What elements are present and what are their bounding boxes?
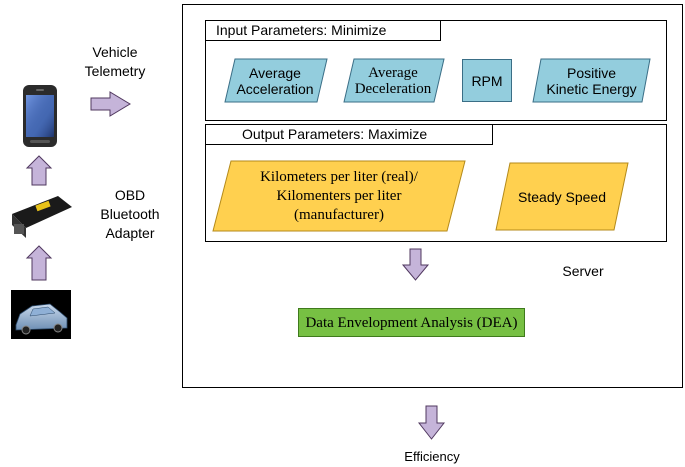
vehicle-telemetry-label: Vehicle Telemetry xyxy=(84,44,146,79)
steady-speed-label: Steady Speed xyxy=(518,188,606,205)
output-parameters-title: Output Parameters: Maximize xyxy=(205,124,493,145)
input-item-average-acceleration xyxy=(224,58,328,103)
server-to-efficiency-arrow xyxy=(417,405,446,440)
output-item-steady-speed xyxy=(495,162,629,231)
input-item-average-deceleration xyxy=(343,58,445,103)
output-item-km-per-liter xyxy=(212,160,466,232)
obd-to-phone-arrow xyxy=(25,155,53,186)
input-parameters-title: Input Parameters: Minimize xyxy=(205,20,441,41)
smartphone-icon xyxy=(23,85,57,147)
input-item-rpm xyxy=(462,59,512,102)
server-label: Server xyxy=(562,263,604,279)
dea-label: Data Envelopment Analysis (DEA) xyxy=(305,314,518,331)
car-to-obd-arrow xyxy=(25,245,53,281)
average-deceleration-label: Average Deceleration xyxy=(354,64,432,97)
obd-adapter-icon xyxy=(12,196,72,238)
efficiency-label: Efficiency xyxy=(404,449,460,464)
rpm-label: RPM xyxy=(471,72,503,89)
average-acceleration-label: Average Acceleration xyxy=(236,64,314,97)
positive-kinetic-energy-label: Positive Kinetic Energy xyxy=(546,64,637,97)
input-item-positive-kinetic-energy xyxy=(532,58,651,103)
output-to-dea-arrow xyxy=(401,248,430,281)
car-icon xyxy=(11,290,71,339)
telemetry-arrow xyxy=(90,91,131,117)
km-per-liter-label: Kilometers per liter (real)/ Kilomenters… xyxy=(260,168,418,223)
dea-box xyxy=(298,308,525,337)
obd-bluetooth-adapter-label: OBD Bluetooth Adapter xyxy=(100,187,160,241)
